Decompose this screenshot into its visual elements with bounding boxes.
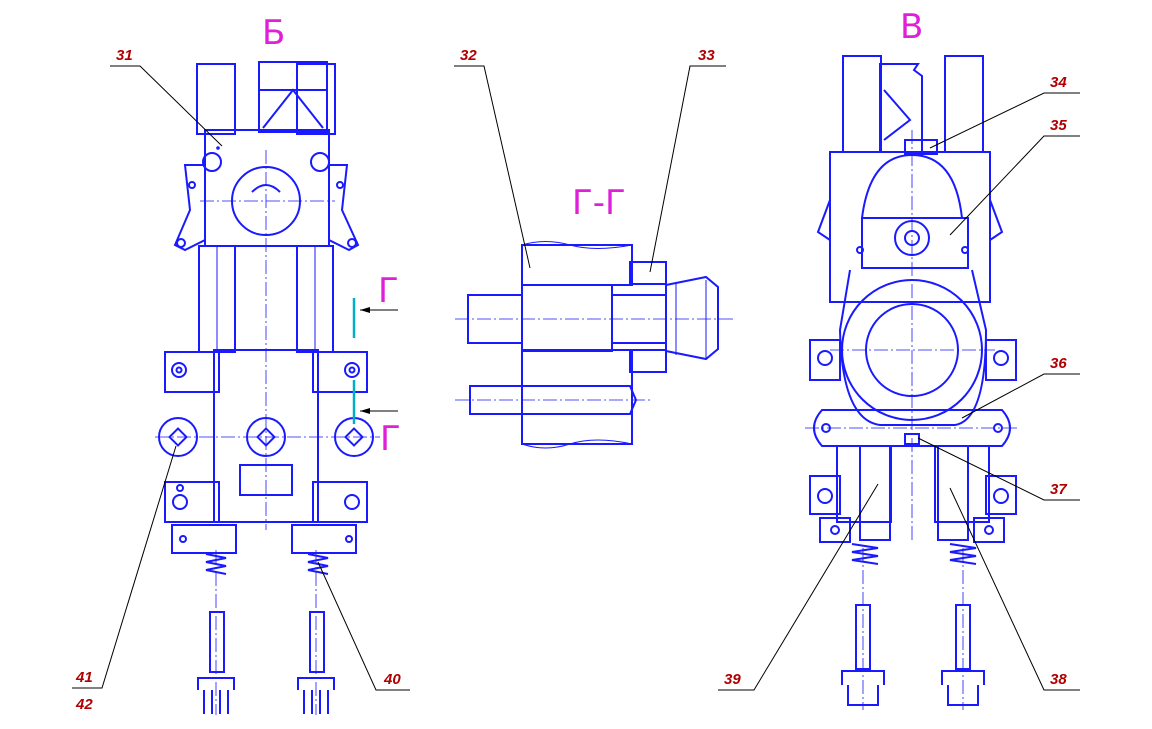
position-34: 34 [1050,74,1067,91]
position-32: 32 [460,47,477,64]
position-39: 39 [724,671,741,688]
leader-lines [72,65,1080,691]
position-31: 31 [116,47,133,64]
cut-label-bottom: Г [380,419,401,459]
view-label-b: Б [262,13,285,53]
cut-label-top: Г [378,271,399,311]
position-37: 37 [1050,481,1067,498]
section-g-g [455,241,735,449]
view-b [155,61,398,715]
position-42: 42 [75,696,93,713]
section-label-g-g: Г-Г [572,183,626,223]
position-36: 36 [1050,355,1067,372]
view-v [805,55,1020,710]
position-40: 40 [383,671,401,688]
view-label-v: В [900,7,923,47]
position-41: 41 [75,669,93,686]
position-33: 33 [698,47,715,64]
position-38: 38 [1050,671,1067,688]
position-35: 35 [1050,117,1067,134]
